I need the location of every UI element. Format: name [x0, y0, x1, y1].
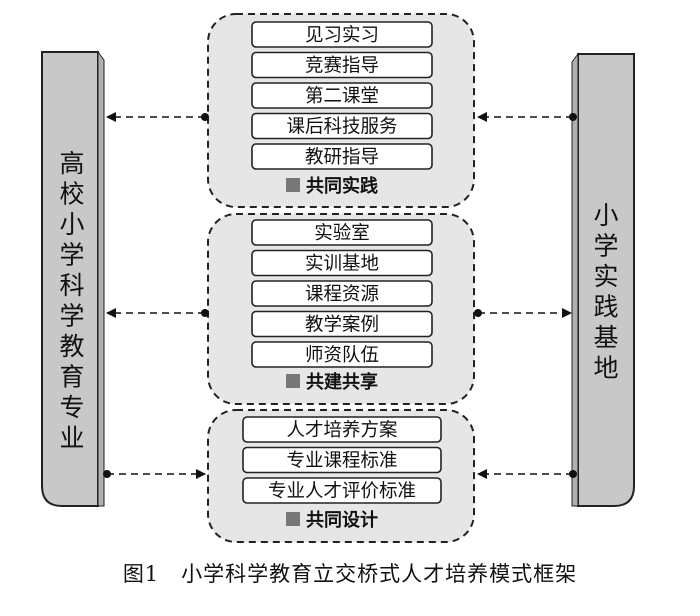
item-box — [251, 51, 433, 79]
item-label: 专业人才评价标准 — [268, 481, 416, 502]
group-marker-square — [286, 178, 300, 192]
item-box — [242, 446, 442, 474]
right-pillar-label: 小学实践基地 — [593, 201, 618, 383]
item-box — [251, 112, 433, 140]
item-box — [251, 310, 433, 338]
item-label: 竞赛指导 — [305, 56, 379, 77]
group-design-box — [207, 409, 475, 543]
item-box — [251, 143, 433, 170]
left-pillar-label: 高校小学科学教育专业 — [59, 149, 84, 453]
item-box — [251, 280, 433, 307]
connector-dot — [201, 309, 209, 317]
right-pillar — [571, 52, 635, 507]
connector-dot — [569, 113, 577, 121]
item-box — [251, 249, 433, 277]
group-marker-square — [286, 512, 300, 526]
item-label: 课程资源 — [305, 284, 379, 305]
item-label: 第二课堂 — [305, 86, 379, 107]
right-connectors — [474, 112, 577, 479]
item-label: 实验室 — [314, 223, 370, 244]
item-label: 课后科技服务 — [286, 117, 397, 138]
item-box — [251, 21, 433, 48]
connector-dot — [201, 113, 209, 121]
group-label: 共同实践 — [306, 175, 378, 197]
group-marker-square — [286, 374, 300, 388]
item-label: 教学案例 — [305, 315, 379, 336]
item-box — [242, 416, 442, 443]
connector-dot — [474, 309, 482, 317]
connector-dot — [103, 470, 111, 478]
figure-caption: 图1 小学科学教育立交桥式人才培养模式框架 — [122, 562, 578, 586]
item-box — [251, 82, 433, 109]
item-label: 实训基地 — [305, 254, 379, 275]
left-pillar — [41, 50, 105, 507]
left-connectors — [103, 112, 209, 479]
connector-dot — [569, 470, 577, 478]
group-label: 共建共享 — [306, 371, 378, 393]
item-label: 教研指导 — [305, 147, 379, 168]
item-label: 见习实习 — [305, 25, 379, 46]
item-label: 人才培养方案 — [286, 420, 397, 441]
item-label: 专业课程标准 — [286, 451, 397, 472]
item-box — [251, 341, 433, 368]
item-box — [242, 477, 442, 504]
item-label: 师资队伍 — [305, 345, 379, 366]
items-layer: 见习实习竞赛指导第二课堂课后科技服务教研指导实验室实训基地课程资源教学案例师资队… — [242, 21, 442, 504]
group-label: 共同设计 — [306, 509, 378, 531]
item-box — [251, 219, 433, 246]
